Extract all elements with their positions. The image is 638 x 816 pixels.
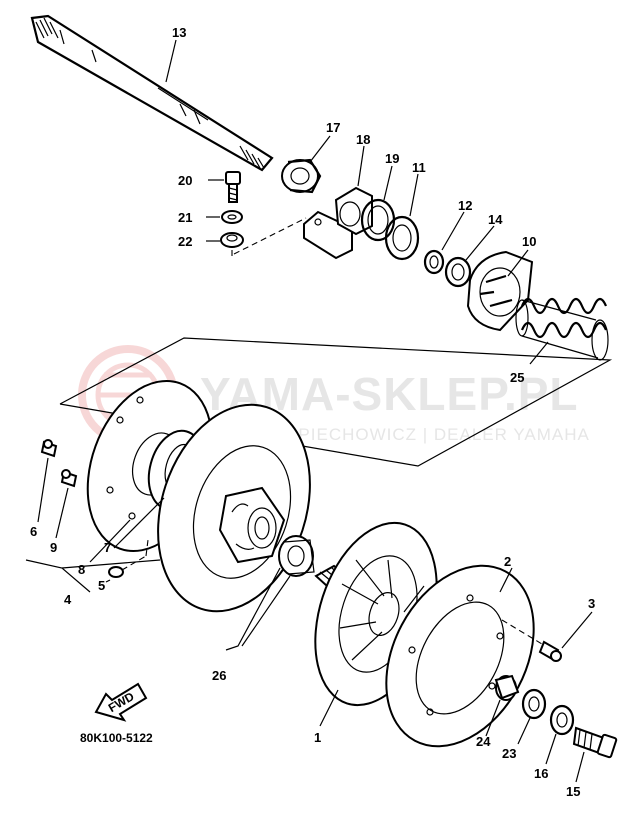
part-23-washer [521,688,547,720]
leader-16 [545,733,557,765]
label-21: 21 [178,210,192,225]
part-movable-sheave [157,403,311,613]
leader-3 [561,611,593,649]
label-3: 3 [588,596,595,611]
label-24: 24 [476,734,491,749]
label-13: 13 [172,25,186,40]
label-23: 23 [502,746,516,761]
label-2: 2 [504,554,511,569]
leader-13 [165,39,177,83]
label-16: 16 [534,766,548,781]
part-15-bolt [572,726,618,759]
part-6-screw [40,439,58,458]
leader-10 [507,249,529,277]
leader-11 [409,173,419,217]
part-10-cam [466,250,534,332]
part-5-nut [108,566,124,578]
leader-7 [113,497,165,549]
part-11-ring [384,215,420,261]
label-8: 8 [78,562,85,577]
assembly-line-nut [121,539,149,571]
leader-25 [529,341,549,365]
leader-2 [499,567,513,593]
label-7: 7 [104,540,111,555]
leader-24 [485,699,501,737]
leader-8 [89,519,131,563]
leader-12 [441,211,465,251]
leader-17 [309,135,331,163]
leader-6 [37,457,49,523]
part-25-spring [515,297,609,361]
part-17-bearing [281,158,322,194]
leader-19 [383,165,393,201]
label-10: 10 [522,234,536,249]
label-12: 12 [458,198,472,213]
part-13-shaft [30,14,274,172]
leader-5 [105,579,111,583]
assembly-line-bolt [231,217,307,256]
label-14: 14 [488,212,503,227]
part-12-washer [423,249,445,275]
leader-1 [319,689,339,727]
part-21-washer [221,210,243,224]
label-9: 9 [50,540,57,555]
label-26: 26 [212,668,226,683]
part-labels: 13 17 18 19 11 20 21 22 12 14 10 25 6 9 … [30,25,595,799]
leader-9 [55,487,69,539]
leader-26 [225,567,291,651]
label-22: 22 [178,234,192,249]
label-6: 6 [30,524,37,539]
leader-18 [357,145,365,187]
label-15: 15 [566,784,580,799]
label-17: 17 [326,120,340,135]
part-2-plate [385,564,535,748]
leader-23 [517,717,531,745]
part-14-washer [444,256,472,288]
label-20: 20 [178,173,192,188]
part-22-nut [220,232,244,248]
leader-15 [575,751,585,783]
part-24-collar [494,674,520,701]
leader-14 [465,225,495,261]
part-3-screw [538,640,562,662]
part-16-washer [549,704,575,736]
label-19: 19 [385,151,399,166]
label-25: 25 [510,370,524,385]
label-5: 5 [98,578,105,593]
label-18: 18 [356,132,370,147]
fwd-arrow-icon: FWD [94,682,148,722]
label-11: 11 [412,160,426,175]
label-4: 4 [64,592,72,607]
drawing-code: 80K100-5122 [80,731,153,745]
part-20-bolt [225,171,241,203]
part-9-screw [60,469,78,488]
label-1: 1 [314,730,321,745]
assembly-line-screw [501,619,543,645]
part-26-collar [278,535,315,577]
bracket-4 [25,559,161,593]
